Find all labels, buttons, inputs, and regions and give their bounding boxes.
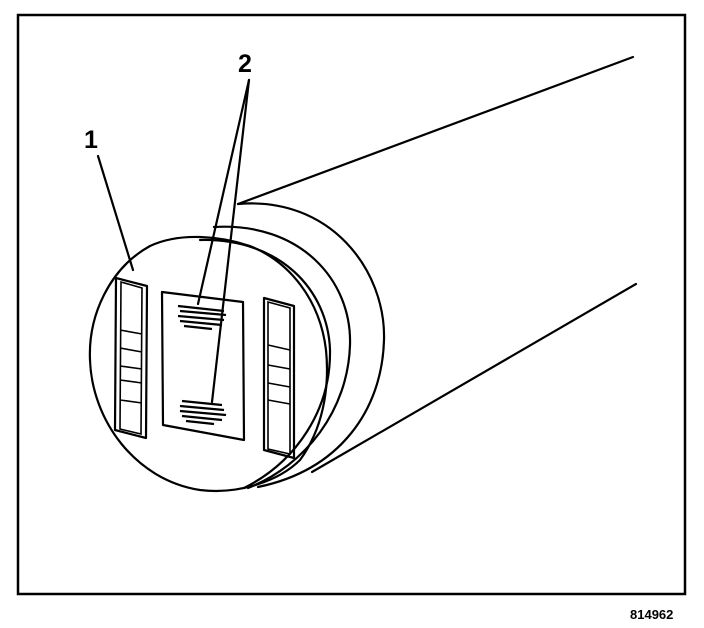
center-marked-label — [160, 290, 246, 442]
right-label-strip — [262, 296, 296, 460]
callout-1: 1 — [84, 126, 98, 154]
leader-lines — [96, 78, 251, 404]
callout-2: 2 — [238, 50, 252, 78]
figure-id: 814962 — [630, 607, 673, 622]
cylinder-end-face — [88, 235, 329, 492]
leader-line-2a — [196, 78, 251, 306]
leader-line-1 — [96, 154, 135, 272]
left-label-strip — [113, 276, 149, 440]
cylinder-body — [198, 55, 638, 490]
text-marking-lower — [179, 399, 227, 426]
text-marking-upper — [177, 304, 227, 331]
frame-border — [16, 13, 687, 596]
leader-line-2b — [210, 78, 251, 404]
